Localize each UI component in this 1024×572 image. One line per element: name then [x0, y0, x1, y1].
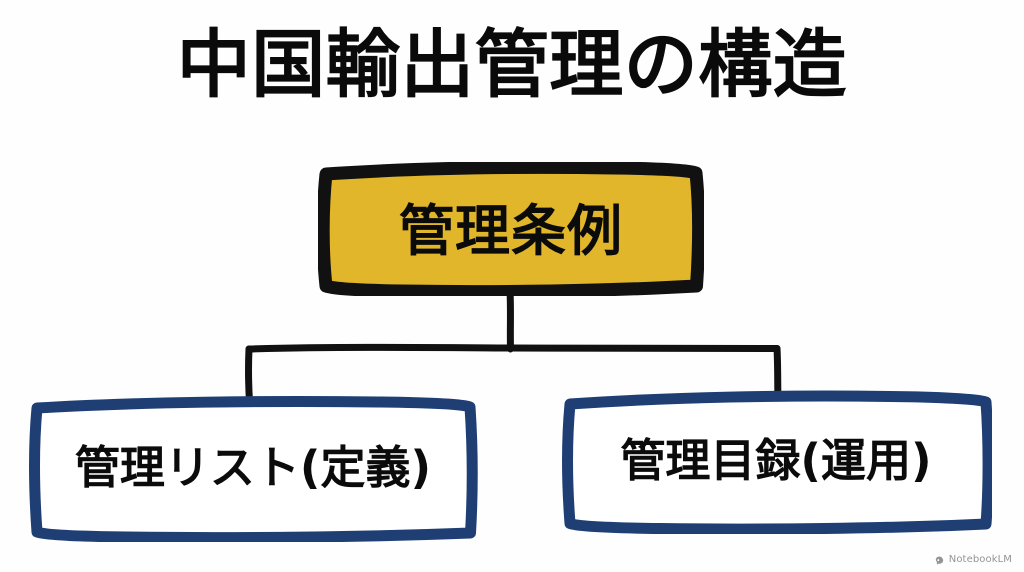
node-child-control-catalog[interactable]: 管理目録(運用) [560, 388, 992, 534]
left-box-shape [29, 395, 478, 542]
connector-bus [245, 343, 781, 353]
watermark-text: NotebookLM [948, 554, 1012, 565]
node-root-label: 管理条例 [398, 199, 623, 263]
node-child-control-list[interactable]: 管理リスト(定義) [28, 394, 478, 542]
right-box-shape [562, 390, 992, 534]
node-child-label-right: 管理目録(運用) [620, 434, 932, 487]
root-box-shape [318, 162, 704, 296]
page-title: 中国輸出管理の構造 [176, 22, 848, 108]
node-root-regulation[interactable]: 管理条例 [318, 162, 704, 296]
node-child-label-left: 管理リスト(定義) [74, 441, 432, 494]
watermark: NotebookLM [934, 554, 1012, 566]
connector-trunk [506, 287, 514, 353]
notebooklm-logo-icon [935, 555, 943, 564]
